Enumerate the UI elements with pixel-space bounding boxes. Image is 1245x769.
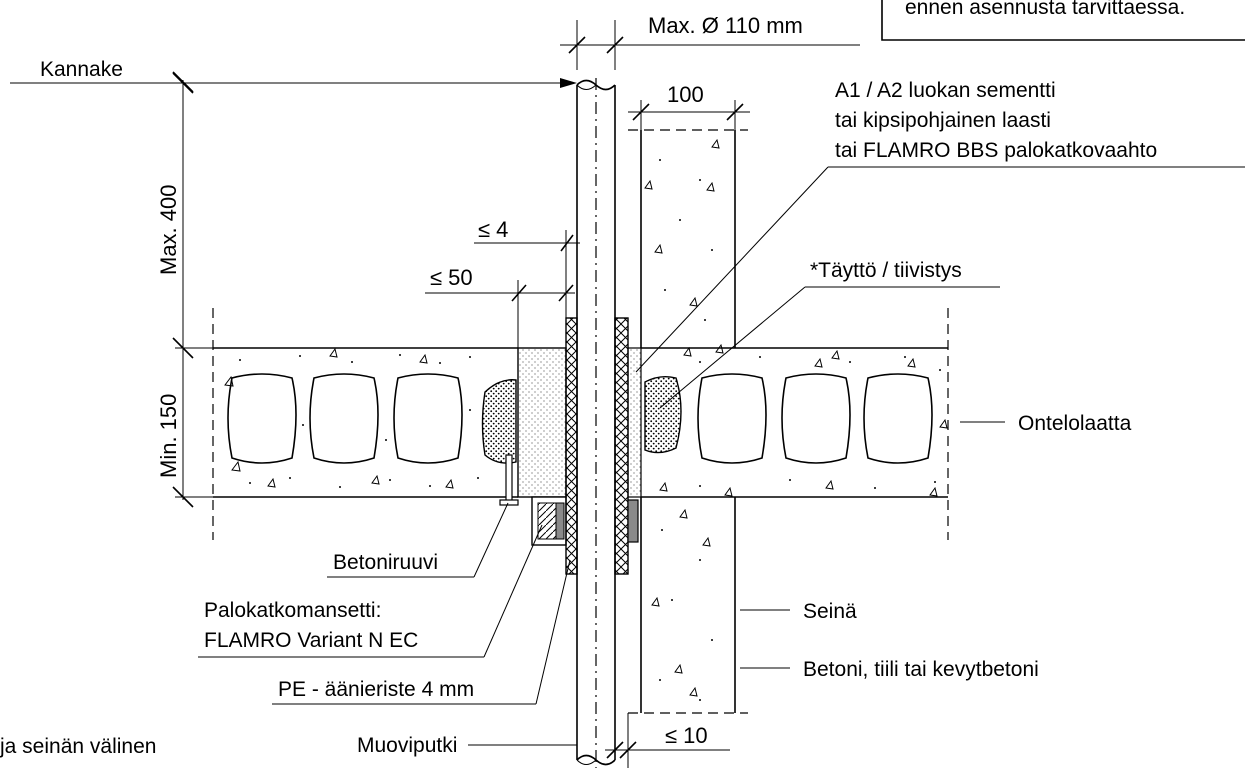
pe-insulation-left <box>565 317 578 575</box>
mortar-fill-slab <box>517 347 567 498</box>
pe-insulation-right <box>614 317 629 575</box>
fire-collar-left <box>531 496 567 546</box>
wall-lower <box>628 497 748 714</box>
hollow-core-slab-left <box>212 308 518 540</box>
dim-gap-pipe-text: ≤ 4 <box>478 217 508 242</box>
note-text: ennen asennusta tarvittaessa. <box>905 0 1185 19</box>
dim-wall-gap-text: ≤ 10 <box>665 723 708 748</box>
label-mortar: A1 / A2 luokan sementti tai kipsipohjain… <box>635 79 1245 373</box>
label-kannake: Kannake <box>10 58 577 94</box>
dim-pipe-diameter-text: Max. Ø 110 mm <box>648 13 803 38</box>
label-kannake-text: Kannake <box>40 58 123 81</box>
dim-gap-collar-text: ≤ 50 <box>430 265 473 290</box>
label-screw: Betoniruuvi <box>327 502 509 578</box>
concrete-screw <box>499 454 519 506</box>
hollow-core-slab-right <box>641 308 949 540</box>
label-screw-text: Betoniruuvi <box>333 551 438 574</box>
label-wall-material: Betoni, tiili tai kevytbetoni <box>740 658 1039 681</box>
label-mortar-line1: A1 / A2 luokan sementti <box>835 79 1056 102</box>
fire-collar-right <box>627 499 639 543</box>
label-collar: Palokatkomansetti: FLAMRO Variant N EC <box>198 524 543 658</box>
label-collar-line1: Palokatkomansetti: <box>204 599 381 622</box>
label-filling-text: *Täyttö / tiivistys <box>810 259 962 282</box>
dim-pipe-diameter: Max. Ø 110 mm <box>560 13 860 70</box>
label-insulation: PE - äänieriste 4 mm <box>272 559 571 705</box>
label-collar-line2: FLAMRO Variant N EC <box>204 629 418 652</box>
dim-wall-gap: ≤ 10 <box>605 713 730 768</box>
note-box: ennen asennusta tarvittaessa. <box>881 0 1245 41</box>
dim-gap-pipe: ≤ 4 <box>474 217 580 318</box>
label-slab-text: Ontelolaatta <box>1018 412 1132 435</box>
dim-bracket-height-text: Max. 400 <box>156 185 181 276</box>
mortar-fill-wall <box>627 347 642 498</box>
label-wall-material-text: Betoni, tiili tai kevytbetoni <box>803 658 1039 681</box>
label-mortar-line2: tai kipsipohjainen laasti <box>835 109 1051 132</box>
label-wall: Seinä <box>740 600 857 623</box>
label-wall-text: Seinä <box>803 600 857 623</box>
label-pipe: Muoviputki <box>357 734 577 757</box>
label-filling: *Täyttö / tiivistys <box>659 259 1000 409</box>
dim-wall-thickness-text: 100 <box>667 82 704 107</box>
footnote-text: ja seinän välinen <box>0 735 156 758</box>
dim-slab-height-text: Min. 150 <box>156 394 181 478</box>
label-pipe-text: Muoviputki <box>357 734 457 757</box>
label-insulation-text: PE - äänieriste 4 mm <box>278 678 474 701</box>
dim-wall-thickness: 100 <box>628 82 750 130</box>
wall-upper <box>628 129 748 348</box>
dim-gap-collar: ≤ 50 <box>425 265 575 348</box>
dim-bracket-height: Max. 400 Min. 150 <box>156 71 213 508</box>
label-slab: Ontelolaatta <box>960 412 1132 435</box>
label-mortar-line3: tai FLAMRO BBS palokatkovaahto <box>835 139 1157 162</box>
plastic-pipe <box>576 78 616 768</box>
